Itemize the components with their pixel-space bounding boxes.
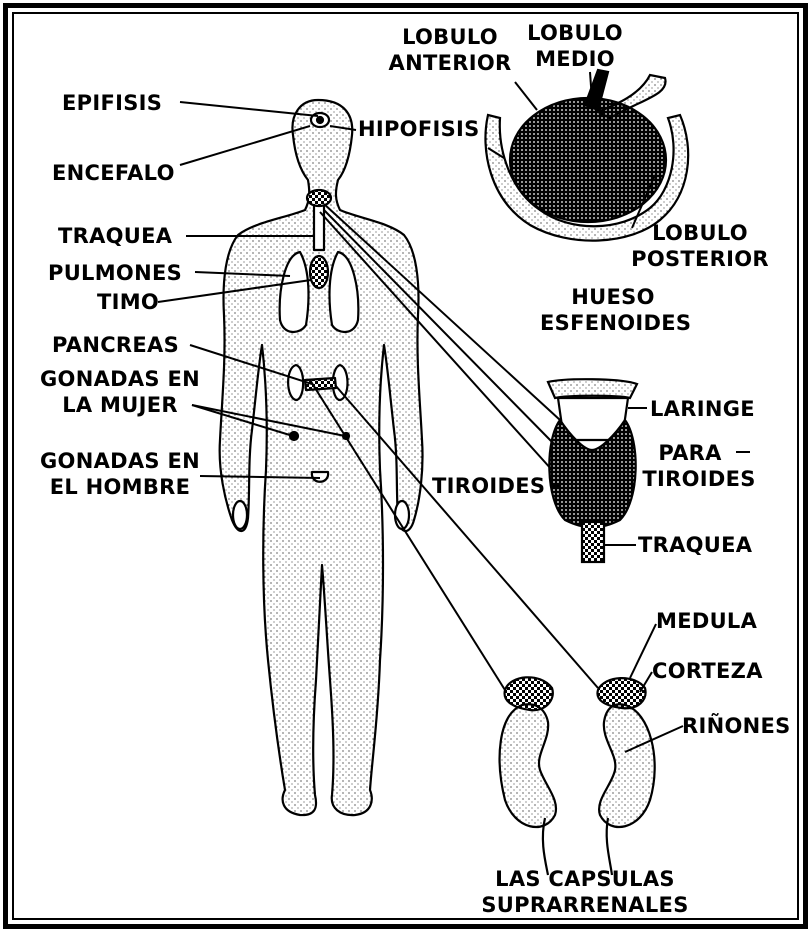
label-hueso-line1: HUESO xyxy=(540,284,686,310)
label-pulmones: PULMONES xyxy=(48,260,182,286)
label-capsulas-line1: LAS CAPSULAS xyxy=(440,866,730,892)
label-gonadas-mujer-line1: GONADAS EN xyxy=(32,366,208,392)
label-capsulas-suprarrenales: LAS CAPSULAS SUPRARRENALES xyxy=(440,866,730,918)
label-traquea-left: TRAQUEA xyxy=(58,223,172,249)
label-lobulo-medio-line2: MEDIO xyxy=(516,46,634,72)
trachea-tube xyxy=(314,205,324,250)
label-lobulo-posterior-line1: LOBULO xyxy=(620,220,780,246)
label-laringe: LARINGE xyxy=(650,396,755,422)
label-para-line1: PARA xyxy=(634,440,764,466)
body-kidney-left xyxy=(288,365,303,400)
thyroid-detail xyxy=(548,379,637,562)
label-lobulo-medio-line1: LOBULO xyxy=(516,20,634,46)
label-lobulo-posterior-line2: POSTERIOR xyxy=(620,246,780,272)
label-hueso-line2: ESFENOIDES xyxy=(540,310,686,336)
label-gonadas-mujer: GONADAS EN LA MUJER xyxy=(32,366,208,418)
label-capsulas-line2: SUPRARRENALES xyxy=(440,892,730,918)
label-gonadas-hombre-line2: EL HOMBRE xyxy=(32,474,208,500)
label-hueso-esfenoides: HUESO ESFENOIDES xyxy=(540,284,686,336)
label-epifisis: EPIFISIS xyxy=(62,90,162,116)
thymus xyxy=(310,256,328,288)
left-kidney xyxy=(500,704,556,827)
neck-thyroid xyxy=(307,190,331,206)
pituitary-detail xyxy=(485,70,688,241)
label-lobulo-anterior-line2: ANTERIOR xyxy=(386,50,514,76)
label-paratiroides: PARA TIROIDES xyxy=(634,440,764,492)
label-para-line2: TIROIDES xyxy=(634,466,764,492)
label-traquea-right: TRAQUEA xyxy=(638,532,752,558)
body-testes xyxy=(312,472,328,482)
label-lobulo-anterior: LOBULO ANTERIOR xyxy=(386,24,514,76)
label-pancreas: PANCREAS xyxy=(52,332,179,358)
right-kidney xyxy=(599,704,655,827)
label-lobulo-anterior-line1: LOBULO xyxy=(386,24,514,50)
label-gonadas-mujer-line2: LA MUJER xyxy=(32,392,208,418)
label-encefalo: ENCEFALO xyxy=(52,160,175,186)
label-rinones: RIÑONES xyxy=(682,713,791,739)
label-hipofisis: HIPOFISIS xyxy=(358,116,480,142)
human-figure xyxy=(220,100,423,815)
label-timo: TIMO xyxy=(97,289,159,315)
label-lobulo-medio: LOBULO MEDIO xyxy=(516,20,634,72)
label-lobulo-posterior: LOBULO POSTERIOR xyxy=(620,220,780,272)
kidneys-detail xyxy=(500,677,655,875)
label-corteza: CORTEZA xyxy=(652,658,763,684)
larynx xyxy=(548,379,637,398)
label-gonadas-hombre-line1: GONADAS EN xyxy=(32,448,208,474)
label-tiroides: TIROIDES xyxy=(432,473,545,499)
label-gonadas-hombre: GONADAS EN EL HOMBRE xyxy=(32,448,208,500)
label-medula: MEDULA xyxy=(656,608,757,634)
lower-trachea xyxy=(582,522,604,562)
